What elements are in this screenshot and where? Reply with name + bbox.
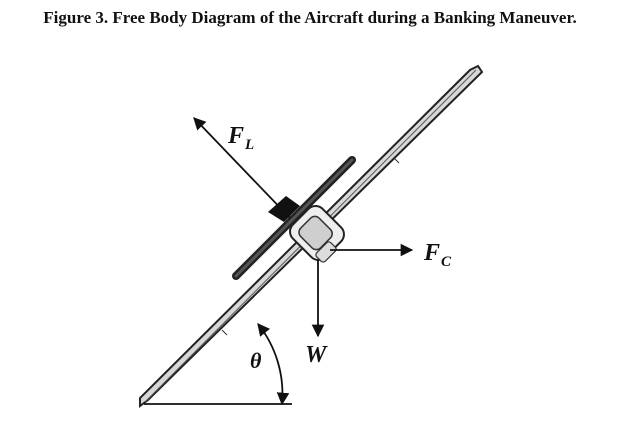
lift-force-label: FL [227,123,254,153]
centripetal-force-label: FC [423,240,452,270]
lift-force-arrow [193,117,291,219]
aircraft-tail [232,156,356,280]
figure-title: Figure 3. Free Body Diagram of the Aircr… [43,8,577,27]
bank-angle-label: θ [250,348,262,373]
aircraft-fin [268,196,300,222]
bank-angle-arc [257,323,290,406]
weight-force-label: W [305,342,328,368]
